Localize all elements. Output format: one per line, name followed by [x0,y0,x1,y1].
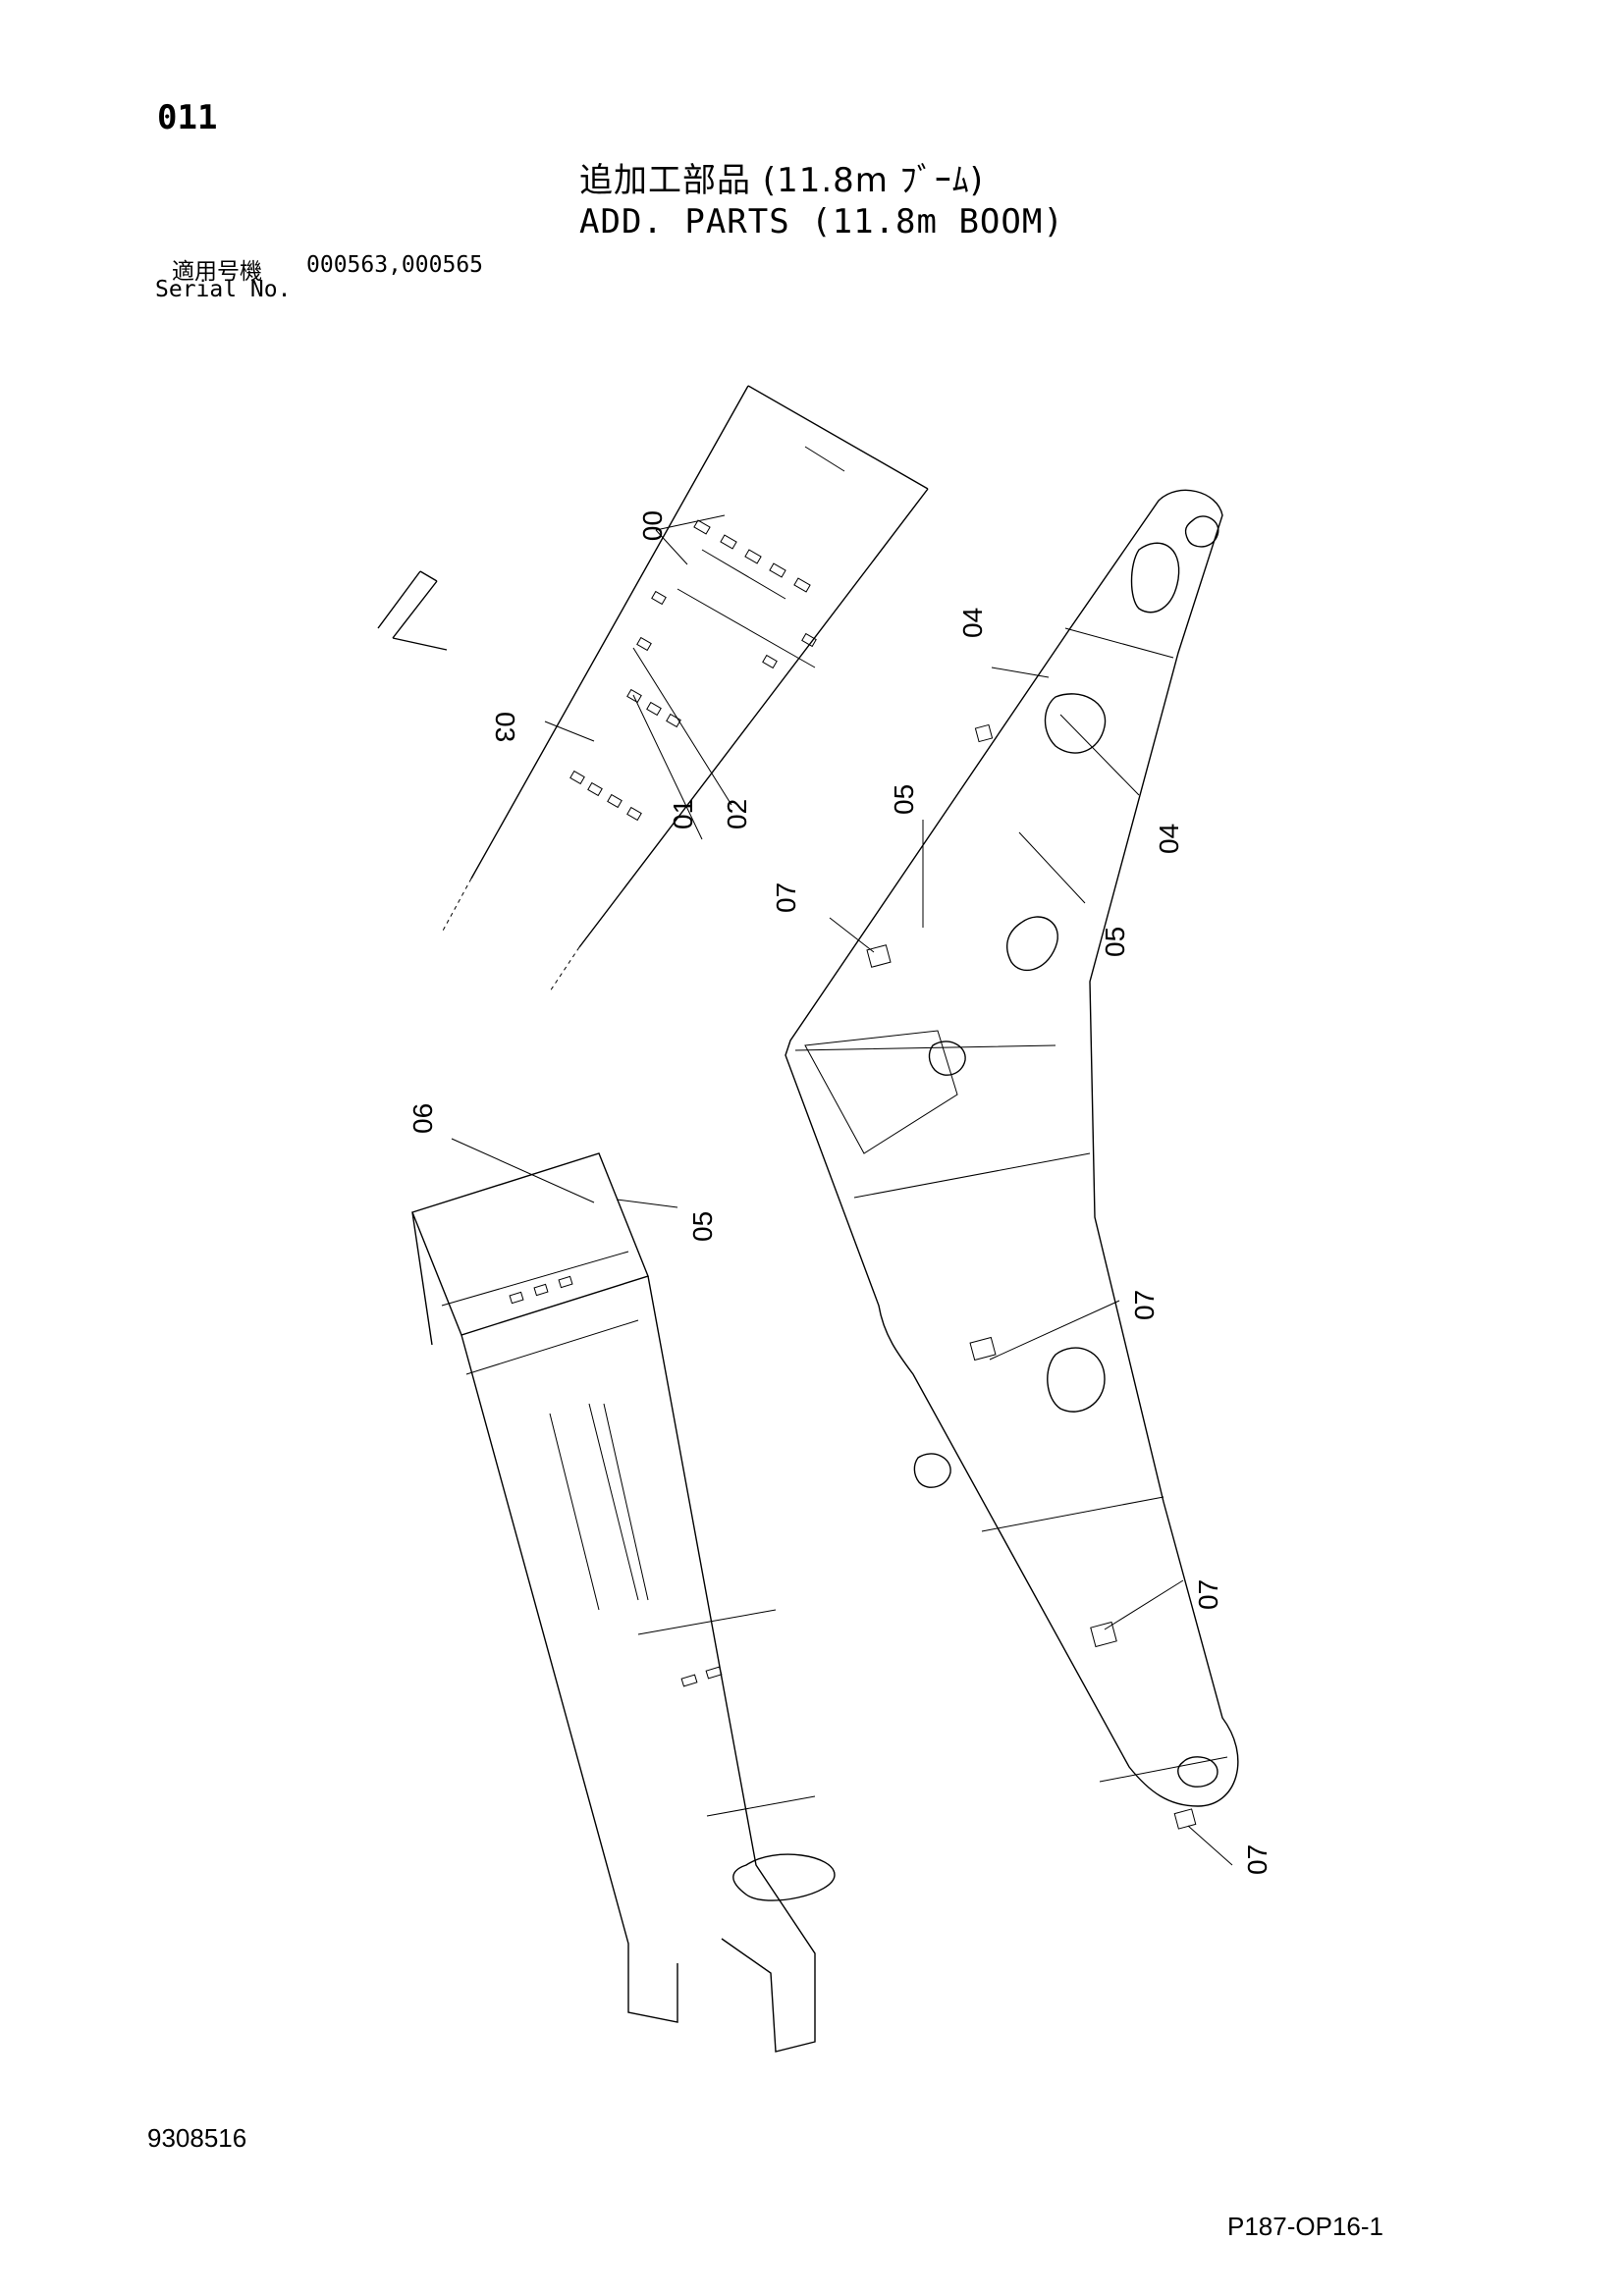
callout-leaders [451,514,1233,1866]
callout-03: 03 [490,712,520,742]
callout-07a: 07 [771,882,801,913]
page-code: P187-OP16-1 [1227,2212,1383,2241]
callout-00: 00 [637,510,668,541]
detail-view-boom-section [377,385,929,992]
callout-05c: 05 [687,1211,718,1242]
callout-01: 01 [668,799,698,829]
callout-05a: 05 [889,784,919,815]
callout-04b: 04 [1154,824,1184,854]
title-japanese: 追加工部品 (11.8m ﾌﾞｰﾑ) [579,161,984,200]
title-english: ADD. PARTS (11.8m BOOM) [579,202,1064,241]
callout-07c: 07 [1193,1579,1223,1610]
serial-numbers: 000563,000565 [306,252,484,278]
drawing-number: 9308516 [147,2123,247,2153]
callout-02: 02 [722,799,752,829]
detail-view-boom-foot [411,1152,836,2053]
callout-numbers: 00 03 01 02 04 04 05 05 07 06 05 07 07 0… [407,510,1272,1875]
serial-label-english: Serial No. [155,277,292,302]
main-boom-outline [785,489,1239,1830]
page-number: 011 [157,98,218,137]
callout-05b: 05 [1100,927,1130,957]
callout-07d: 07 [1242,1844,1272,1875]
callout-06: 06 [407,1103,438,1134]
serial-label-japanese: 適用号機 [172,259,262,285]
callout-04a: 04 [957,608,988,638]
callout-07b: 07 [1129,1290,1160,1320]
